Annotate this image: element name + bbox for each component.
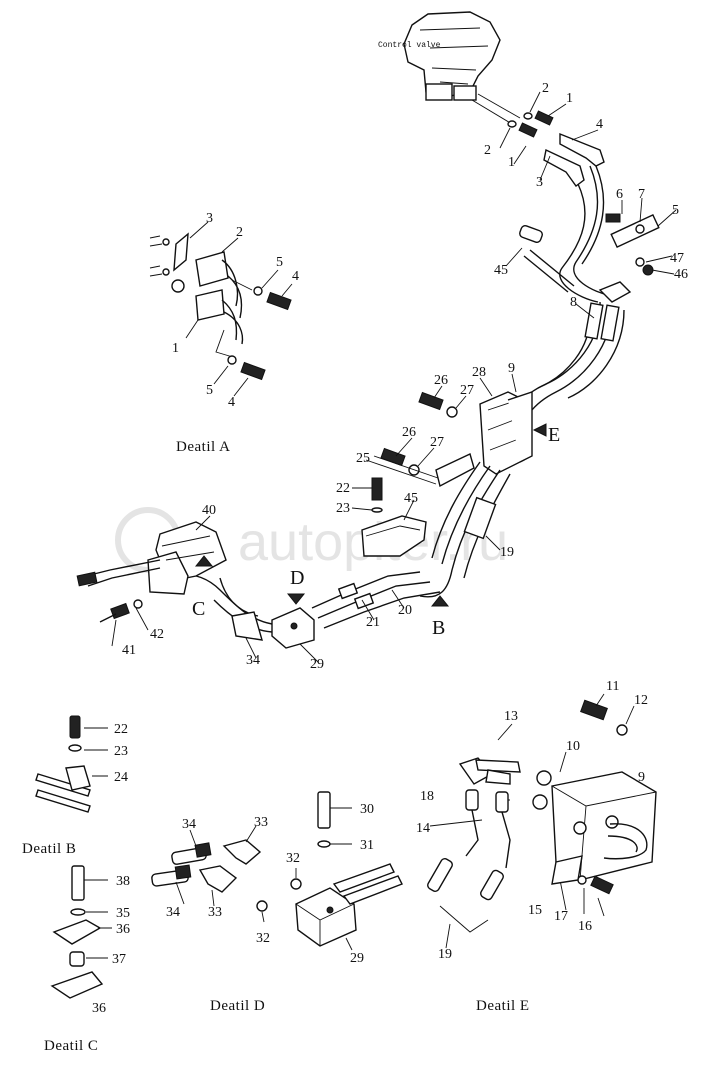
callout-40: 40 (202, 503, 216, 518)
callout-27a: 27 (460, 383, 474, 398)
callout-28: 28 (472, 365, 486, 380)
detail-d-callout-33b: 33 (208, 905, 222, 920)
callout-26b: 26 (402, 425, 416, 440)
callout-25: 25 (356, 451, 370, 466)
detail-e-callout-17: 17 (554, 909, 568, 924)
callout-1b: 1 (508, 155, 515, 170)
main-hose-run (76, 301, 625, 649)
callout-1a: 1 (566, 91, 573, 106)
detail-d-callout-32a: 32 (286, 851, 300, 866)
callout-47: 47 (670, 251, 684, 266)
view-arrow-b: B (432, 617, 445, 639)
detail-c-callout-38: 38 (116, 874, 130, 889)
detail-e-callout-18: 18 (420, 789, 434, 804)
caption-detail-c: Deatil C (44, 1038, 98, 1054)
detail-e-callout-14: 14 (416, 821, 430, 836)
detail-a-callout-4b: 4 (228, 395, 235, 410)
caption-detail-d: Deatil D (210, 998, 265, 1014)
detail-e: 11 12 13 10 9 18 14 15 17 16 19 Deatil E (416, 679, 657, 1014)
callout-21: 21 (366, 615, 380, 630)
detail-a-callout-1: 1 (172, 341, 179, 356)
callout-6: 6 (616, 187, 623, 202)
view-arrow-d: D (290, 567, 304, 589)
callout-2b: 2 (484, 143, 491, 158)
detail-b-callout-23: 23 (114, 744, 128, 759)
detail-d-callout-29: 29 (350, 951, 364, 966)
callout-7: 7 (638, 187, 645, 202)
callout-26a: 26 (434, 373, 448, 388)
detail-d-callout-34a: 34 (182, 817, 196, 832)
detail-c-callout-36a: 36 (116, 922, 130, 937)
callout-20: 20 (398, 603, 412, 618)
view-arrows: E C D B (192, 423, 560, 639)
callout-45b: 45 (404, 491, 418, 506)
callout-34: 34 (246, 653, 260, 668)
callout-8: 8 (570, 295, 577, 310)
detail-e-callout-11: 11 (606, 679, 619, 694)
detail-e-callout-10: 10 (566, 739, 580, 754)
callout-22: 22 (336, 481, 350, 496)
callout-45a: 45 (494, 263, 508, 278)
detail-e-callout-13: 13 (504, 709, 518, 724)
detail-d-callout-31: 31 (360, 838, 374, 853)
callout-42: 42 (150, 627, 164, 642)
callout-19: 19 (500, 545, 514, 560)
detail-c-callout-37: 37 (112, 952, 126, 967)
upper-fittings (507, 110, 660, 303)
detail-e-callout-15: 15 (528, 903, 542, 918)
view-arrow-c: C (192, 598, 205, 620)
detail-c-callout-35: 35 (116, 906, 130, 921)
callout-9: 9 (508, 361, 515, 376)
detail-a-callout-2: 2 (236, 225, 243, 240)
callout-2a: 2 (542, 81, 549, 96)
detail-c-callout-36b: 36 (92, 1001, 106, 1016)
detail-d-callout-30: 30 (360, 802, 374, 817)
callout-23: 23 (336, 501, 350, 516)
detail-c: 38 35 36 37 36 Deatil C (44, 865, 130, 1054)
detail-a-callout-5b: 5 (206, 383, 213, 398)
view-arrow-e: E (548, 424, 560, 446)
detail-b: 22 23 24 Deatil B (22, 715, 128, 857)
detail-b-callout-24: 24 (114, 770, 128, 785)
detail-d-callout-34b: 34 (166, 905, 180, 920)
callout-29: 29 (310, 657, 324, 672)
detail-e-callout-16: 16 (578, 919, 592, 934)
caption-detail-e: Deatil E (476, 998, 530, 1014)
control-valve-label: Control valve (378, 41, 441, 50)
detail-d: 34 33 34 33 30 31 32 32 29 Deatil D (151, 791, 403, 1014)
callout-41: 41 (122, 643, 136, 658)
main-callouts: 2 1 4 2 1 3 6 7 5 47 46 45 8 9 28 26 27 … (111, 81, 688, 672)
detail-e-callout-19: 19 (438, 947, 452, 962)
detail-a: 3 2 5 4 1 5 4 Deatil A (149, 211, 299, 455)
callout-46: 46 (674, 267, 688, 282)
detail-e-callout-9: 9 (638, 770, 645, 785)
caption-detail-b: Deatil B (22, 841, 76, 857)
callout-4: 4 (596, 117, 603, 132)
callout-3: 3 (536, 175, 543, 190)
detail-d-callout-33a: 33 (254, 815, 268, 830)
detail-d-callout-32b: 32 (256, 931, 270, 946)
callout-27b: 27 (430, 435, 444, 450)
callout-5: 5 (672, 203, 679, 218)
caption-detail-a: Deatil A (176, 439, 230, 455)
detail-b-callout-22: 22 (114, 722, 128, 737)
detail-a-callout-5a: 5 (276, 255, 283, 270)
detail-e-callout-12: 12 (634, 693, 648, 708)
control-valve: Control valve (378, 11, 521, 125)
detail-a-callout-3: 3 (206, 211, 213, 226)
detail-a-callout-4a: 4 (292, 269, 299, 284)
